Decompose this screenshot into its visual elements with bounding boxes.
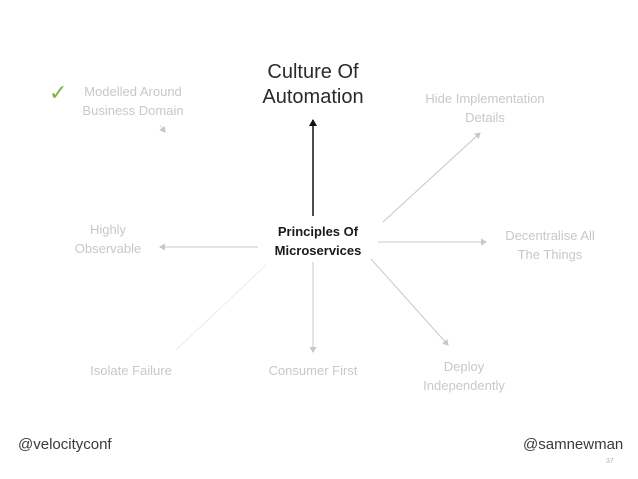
principle-modelled-line2: Business Domain	[82, 103, 184, 118]
arrow-to-modelled	[159, 124, 166, 133]
principle-observable: Highly Observable	[58, 220, 158, 258]
principle-consumer-line1: Consumer First	[268, 363, 358, 378]
principle-hide-line1: Hide Implementation	[425, 91, 545, 106]
page-number: 37	[606, 458, 614, 465]
principle-decentralise-line1: Decentralise All	[505, 228, 595, 243]
principle-deploy: Deploy Independently	[406, 357, 522, 395]
principle-observable-line2: Observable	[74, 241, 142, 256]
arrow-to-hide	[382, 132, 481, 223]
center-node: Principles Of Microservices	[253, 222, 383, 260]
principle-hide: Hide Implementation Details	[408, 89, 562, 127]
principle-consumer: Consumer First	[253, 361, 373, 380]
center-line2: Microservices	[274, 243, 362, 258]
principle-deploy-line2: Independently	[423, 378, 505, 393]
arrow-to-deploy	[370, 258, 449, 346]
footer-left-handle: @velocityconf	[18, 436, 112, 453]
principle-decentralise-line2: The Things	[517, 247, 583, 262]
principle-isolate: Isolate Failure	[72, 361, 190, 380]
check-icon: ✓	[49, 80, 68, 105]
principle-hide-line2: Details	[465, 110, 505, 125]
principle-culture-line1: Culture Of	[267, 61, 359, 83]
principle-deploy-line1: Deploy	[443, 359, 485, 374]
principle-culture-line2: Automation	[262, 86, 364, 108]
principle-decentralise: Decentralise All The Things	[488, 226, 612, 264]
principle-isolate-line1: Isolate Failure	[90, 363, 172, 378]
principle-modelled: Modelled Around Business Domain	[68, 82, 198, 120]
footer-right-handle: @samnewman	[523, 436, 624, 453]
center-line1: Principles Of	[277, 224, 359, 239]
principle-observable-line1: Highly	[89, 222, 127, 237]
arrow-to-isolate	[175, 264, 267, 351]
principle-culture: Culture Of Automation	[233, 60, 393, 110]
principle-modelled-line1: Modelled Around	[84, 84, 182, 99]
